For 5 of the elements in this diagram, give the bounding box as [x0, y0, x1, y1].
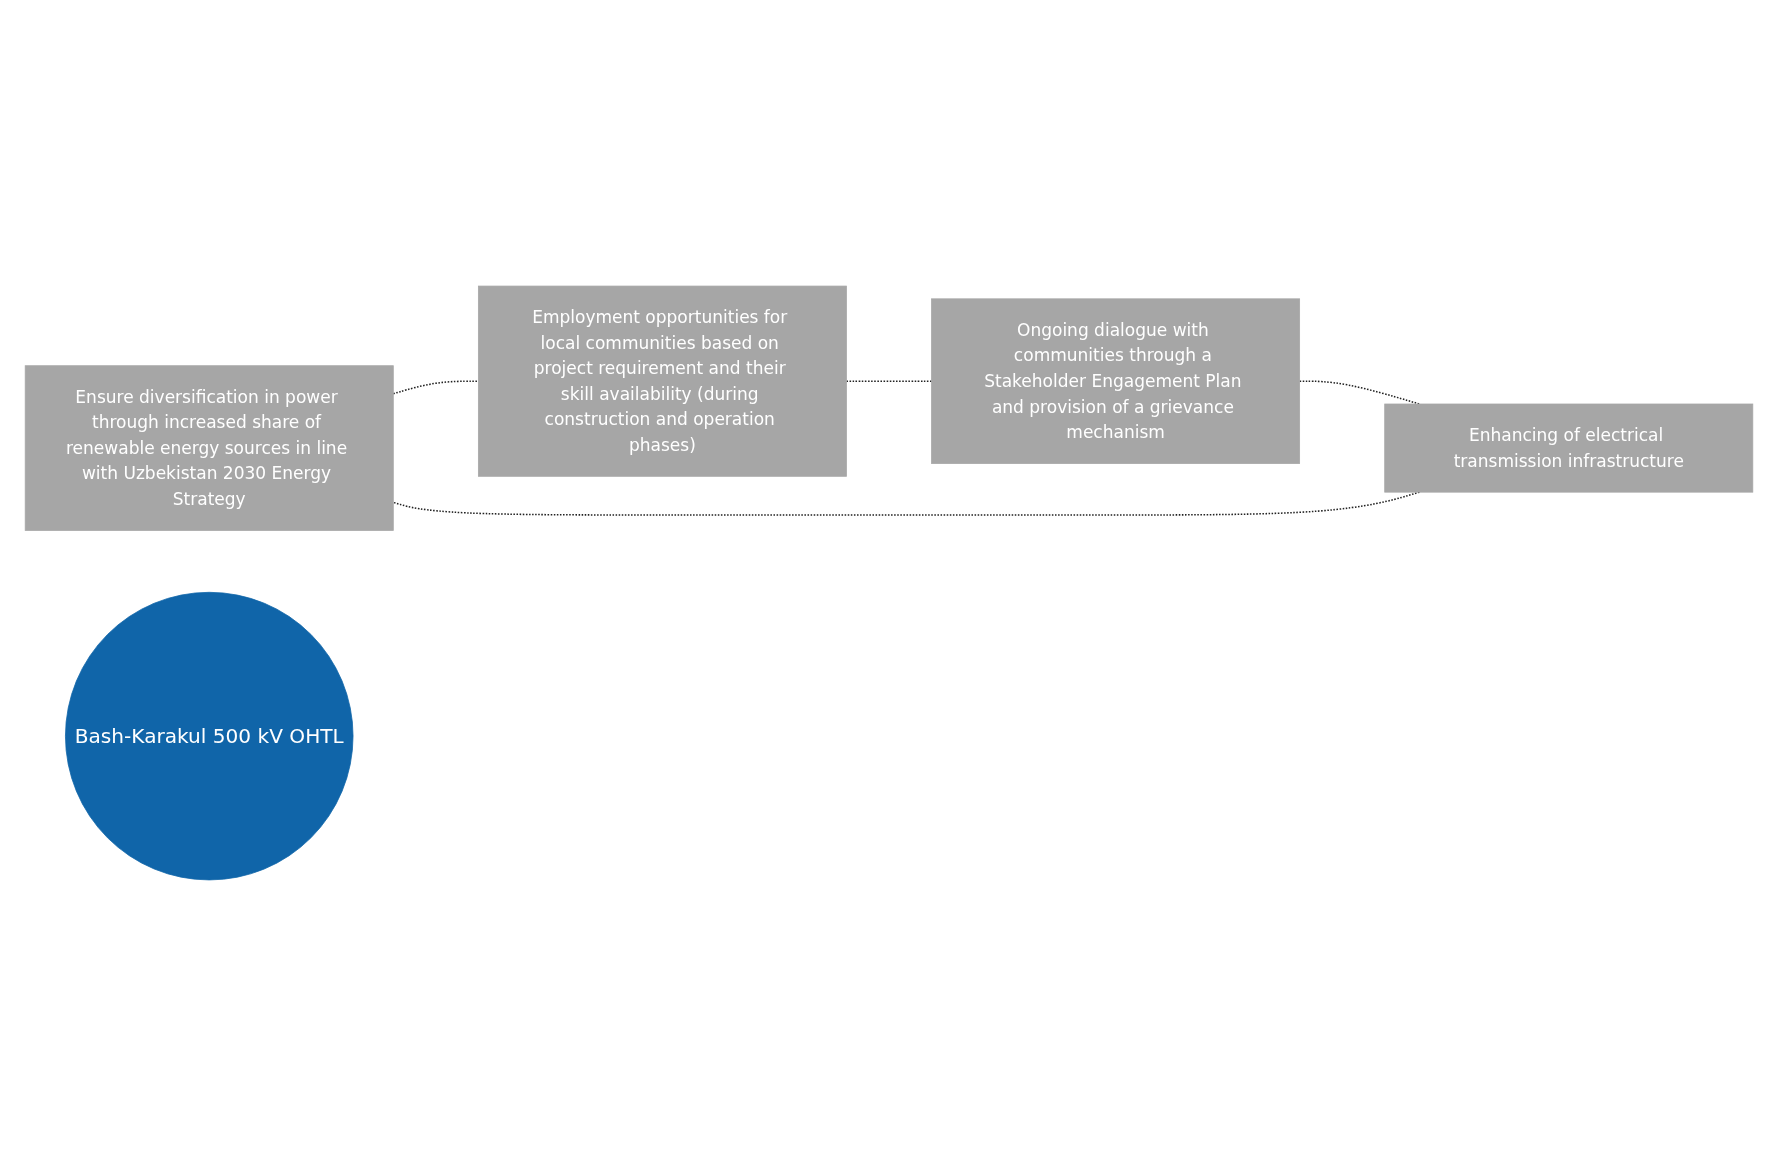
node-box: Ensure diversification in power through increased share of renewable energy sources in line with Uzbekistan 2030 Energy Strategy	[24, 364, 394, 531]
node-circle: Bash-Karakul 500 kV OHTL	[65, 591, 354, 880]
node-box: Employment opportunities for local communities based on project requirement and their skill availability (during construction and operation phases)	[477, 285, 847, 477]
node-box: Ongoing dialogue with communities through a Stakeholder Engagement Plan and provision of a grievance mechanism	[931, 297, 1301, 464]
node-box: Enhancing of electrical transmission infrastructure	[1384, 403, 1754, 493]
